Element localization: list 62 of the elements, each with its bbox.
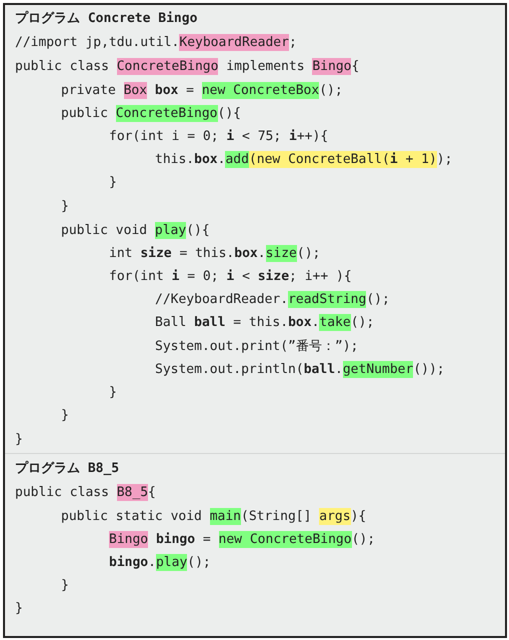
- code-text: }: [61, 198, 69, 215]
- highlighted-code: size: [266, 245, 297, 262]
- highlighted-code: Box: [124, 82, 148, 99]
- code-text: //KeyboardReader.: [155, 291, 288, 308]
- code-text: }: [109, 384, 117, 401]
- code-text: System.out.print(”番号：”);: [155, 338, 358, 355]
- code-text: public static void: [61, 508, 202, 525]
- highlighted-code: play: [156, 554, 188, 571]
- program-heading: プログラム B8_5: [15, 460, 120, 477]
- code-text: //import jp,tdu.util.: [15, 34, 180, 51]
- code-text: {: [351, 58, 360, 75]
- code-text: }: [109, 174, 117, 191]
- code-text: ();: [319, 82, 343, 99]
- code-text: bingo =: [156, 531, 211, 548]
- code-text: public: [61, 105, 108, 122]
- code-text: (String[]: [241, 508, 312, 525]
- code-text: bingo.: [109, 554, 156, 571]
- code-text: private: [61, 82, 116, 99]
- code-text: ();: [187, 554, 211, 571]
- code-text: ());: [413, 361, 445, 378]
- highlighted-code: Bingo: [109, 531, 148, 548]
- code-text: }: [61, 577, 69, 594]
- code-text: public class: [15, 484, 109, 501]
- code-text: for(int i = 0; i < size; i++ ){: [109, 268, 352, 285]
- code-text: System.out.println(ball.: [155, 361, 343, 378]
- highlighted-code: ConcreteBingo: [116, 105, 218, 122]
- code-text: public class: [15, 58, 109, 75]
- highlighted-code: add: [225, 151, 249, 168]
- highlighted-code: KeyboardReader: [179, 34, 289, 51]
- highlighted-code: args: [319, 508, 351, 525]
- code-text: {: [148, 484, 156, 501]
- code-text: ();: [352, 531, 376, 548]
- program-heading: プログラム Concrete Bingo: [15, 10, 198, 27]
- code-text: ();: [350, 314, 374, 331]
- code-text: );: [436, 151, 452, 168]
- highlighted-code: take: [319, 314, 351, 331]
- highlighted-code: play: [154, 222, 186, 239]
- code-text: box =: [154, 82, 194, 99]
- highlighted-code: new ConcreteBingo: [218, 531, 352, 548]
- code-text: Ball ball = this.box.: [155, 314, 320, 331]
- highlighted-code: (new ConcreteBall(i + 1): [248, 151, 437, 168]
- highlighted-code: main: [210, 508, 241, 525]
- highlighted-code: getNumber: [342, 361, 414, 378]
- highlighted-code: new ConcreteBox: [202, 82, 320, 99]
- code-text: (){: [218, 105, 241, 122]
- highlighted-code: ConcreteBingo: [116, 58, 218, 75]
- highlighted-code: B8_5: [116, 484, 148, 501]
- highlighted-code: Bingo: [312, 58, 352, 75]
- code-text: int size = this.box.: [109, 245, 266, 262]
- code-text: }: [15, 600, 23, 617]
- highlighted-code: readString: [288, 291, 366, 308]
- code-text: ();: [366, 291, 390, 308]
- code-text: for(int i = 0; i < 75; i++){: [109, 128, 328, 145]
- code-text: public void: [61, 222, 148, 239]
- code-text: ){: [350, 508, 366, 525]
- code-text: }: [61, 407, 69, 424]
- code-text: implements: [226, 58, 305, 75]
- code-text: }: [15, 431, 23, 448]
- code-text: this.box.: [155, 151, 226, 168]
- code-text: ;: [288, 34, 297, 51]
- code-text: ();: [296, 245, 320, 262]
- code-text: (){: [186, 222, 210, 239]
